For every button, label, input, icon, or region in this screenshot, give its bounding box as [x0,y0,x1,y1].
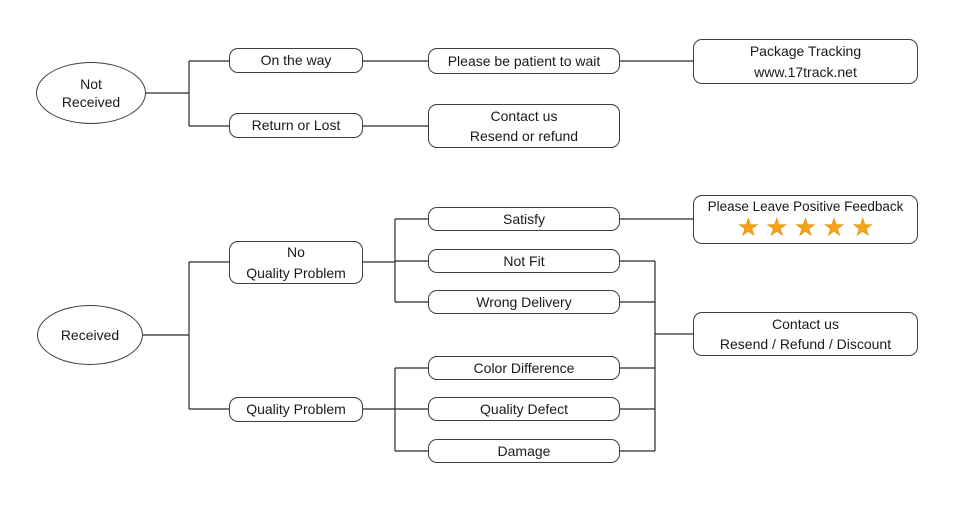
node-damage: Damage [428,439,620,463]
five-star-rating-icon: ★★★★★ [737,214,882,241]
node-received: Received [37,305,143,365]
node-not-received: Not Received [36,62,146,124]
node-contact-us-resend-refund: Contact us Resend or refund [428,104,620,148]
node-not-fit: Not Fit [428,249,620,273]
positive-feedback-label: Please Leave Positive Feedback [707,199,904,214]
node-return-or-lost: Return or Lost [229,113,363,138]
node-please-be-patient: Please be patient to wait [428,48,620,74]
node-satisfy: Satisfy [428,207,620,231]
node-quality-defect: Quality Defect [428,397,620,421]
node-positive-feedback: Please Leave Positive Feedback ★★★★★ [693,195,918,244]
node-no-quality-problem: No Quality Problem [229,241,363,284]
node-wrong-delivery: Wrong Delivery [428,290,620,314]
node-quality-problem: Quality Problem [229,397,363,422]
node-color-difference: Color Difference [428,356,620,380]
node-package-tracking: Package Tracking www.17track.net [693,39,918,84]
node-on-the-way: On the way [229,48,363,73]
node-contact-us-resend-refund-discount: Contact us Resend / Refund / Discount [693,312,918,356]
